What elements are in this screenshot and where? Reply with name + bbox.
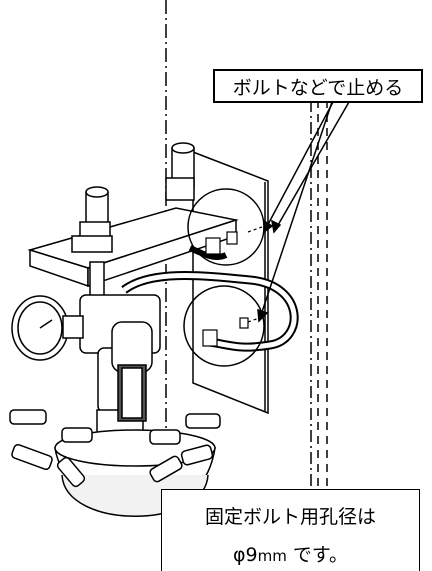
pressure-gauge [11, 295, 84, 361]
arrows [257, 101, 350, 323]
valve-tops [71, 142, 195, 253]
note-box: 固定ボルト用孔径は φ9mm です。 [161, 489, 420, 571]
note-line-2-unit: mm [257, 547, 287, 565]
manifold [9, 409, 221, 517]
note-line-1: 固定ボルト用孔径は [204, 506, 376, 528]
bracket-bar [27, 207, 239, 288]
callout-box: ボルトなどで止める [213, 69, 423, 103]
bolts [202, 226, 263, 347]
callout-text: ボルトなどで止める [232, 76, 404, 99]
note-line-2-suffix: です。 [286, 544, 348, 566]
note-line-2: φ9mm です。 [162, 540, 419, 567]
note-line-2-prefix: φ9 [233, 544, 258, 566]
regulator-body [79, 261, 161, 435]
bolt-circle-lower [183, 285, 265, 367]
